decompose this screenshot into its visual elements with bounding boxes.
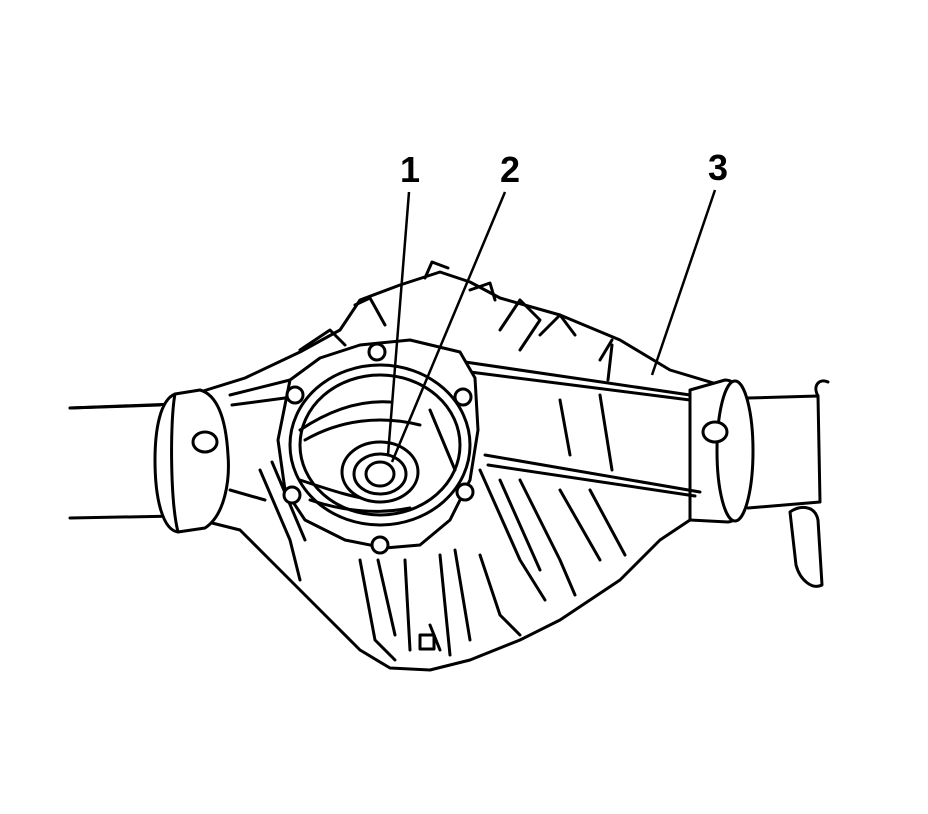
- leader-line-1: [386, 191, 411, 456]
- callout-3: 3: [708, 147, 728, 188]
- mount-bracket: [788, 506, 824, 588]
- leader-line-2: [390, 191, 507, 463]
- left-boss: [191, 430, 219, 454]
- lower-ribs: [358, 548, 522, 662]
- bolt: [453, 387, 473, 407]
- callout-1: 1: [400, 149, 420, 190]
- leader-line-3: [650, 189, 717, 376]
- cover-inner-ring: [298, 373, 462, 517]
- right-boss: [701, 420, 729, 444]
- bolt: [370, 535, 390, 555]
- left-axle-flange: [153, 388, 230, 534]
- bolt: [282, 485, 302, 505]
- right-axle-tube: [746, 379, 830, 510]
- housing-ribs: [463, 298, 702, 602]
- bolt: [367, 342, 387, 362]
- bolt: [455, 482, 475, 502]
- right-flange-face: [715, 379, 755, 523]
- bolt: [285, 385, 305, 405]
- callout-2: 2: [500, 149, 520, 190]
- left-housing-ribs: [228, 260, 497, 582]
- pinion-nut: [364, 460, 396, 488]
- left-flange-edge: [170, 392, 180, 534]
- cover-bolts: [282, 342, 475, 555]
